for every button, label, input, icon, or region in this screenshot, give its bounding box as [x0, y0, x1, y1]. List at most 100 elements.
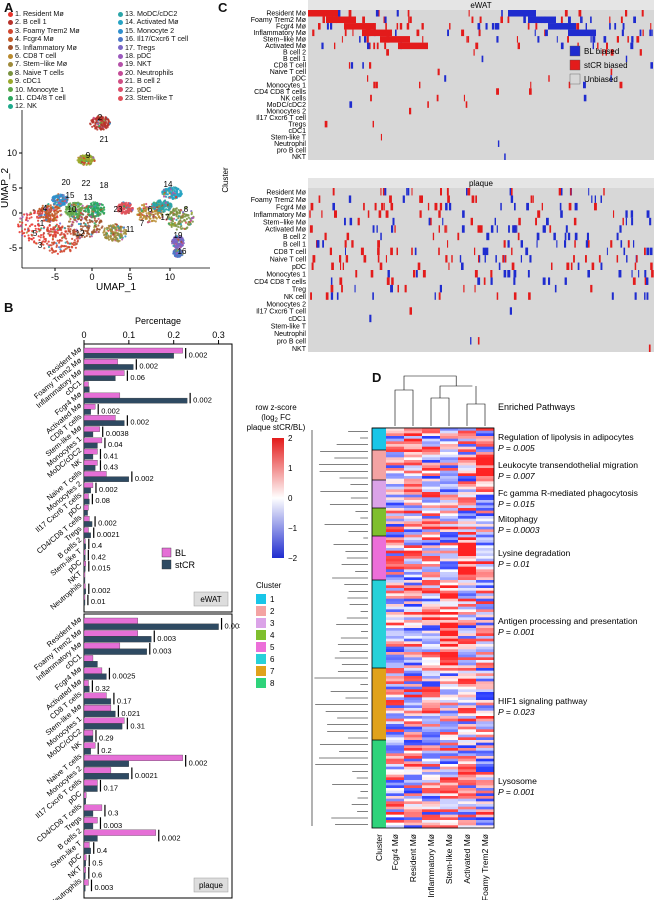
heatmap-cell — [476, 588, 494, 591]
umap-point — [40, 234, 43, 237]
umap-point — [30, 216, 33, 219]
heatmap-cell — [404, 574, 422, 578]
row-label: CD8 T cell — [274, 249, 307, 256]
umap-point — [173, 193, 176, 196]
umap-point — [137, 209, 140, 213]
umap-point — [37, 235, 40, 238]
heatmap-cell — [592, 42, 594, 50]
umap-point — [103, 227, 106, 230]
row-label: Il17 Cxcr6 T cell — [256, 309, 306, 316]
heatmap-cell — [458, 633, 476, 637]
umap-point — [66, 232, 69, 235]
umap-point — [144, 206, 147, 209]
heatmap-cell — [440, 806, 458, 810]
heatmap-cell — [386, 444, 404, 447]
heatmap-cell — [434, 292, 436, 300]
row-label: B cell 1 — [283, 242, 306, 249]
heatmap-cell — [458, 476, 476, 479]
legend-label: 12. NK — [15, 101, 37, 111]
heatmap-cell — [422, 700, 440, 703]
umap-point — [92, 203, 96, 206]
umap-point — [111, 237, 114, 240]
umap-point — [83, 158, 86, 161]
legend-label: 14. Activated Mø — [125, 17, 179, 27]
heatmap-cell — [386, 606, 404, 610]
heatmap-cell — [476, 481, 494, 485]
heatmap-cell — [386, 449, 404, 453]
heatmap-cell — [590, 284, 593, 293]
heatmap-cell — [404, 548, 422, 551]
heatmap-cell — [476, 798, 494, 802]
heatmap-cell — [404, 556, 422, 559]
heatmap-cell — [386, 713, 404, 717]
umap-point — [94, 210, 97, 213]
heatmap-cell — [468, 10, 470, 17]
heatmap-cell — [404, 476, 422, 479]
heatmap-cell — [422, 580, 440, 583]
heatmap-cell — [404, 569, 422, 573]
heatmap-cell — [416, 270, 418, 278]
heatmap-cell — [609, 23, 611, 30]
row-label: pDC — [292, 76, 306, 83]
heatmap-cell — [404, 734, 422, 738]
legend-label: 5. Inflammatory Mø — [15, 42, 77, 52]
heatmap-cell — [476, 553, 494, 557]
heatmap-cell — [404, 452, 422, 455]
heatmap-cell — [386, 742, 404, 746]
heatmap-cell — [440, 513, 458, 517]
umap-point — [46, 226, 49, 229]
heatmap-cell — [440, 726, 458, 730]
heatmap-cell — [458, 673, 476, 677]
bar-bl — [83, 560, 86, 567]
umap-point — [94, 122, 97, 125]
heatmap-cell — [386, 478, 404, 482]
heatmap-cell — [581, 16, 583, 24]
heatmap-cell — [458, 465, 476, 469]
heatmap-cell — [440, 486, 458, 490]
umap-point — [140, 218, 143, 221]
heatmap-cell — [458, 766, 476, 770]
umap-point — [149, 217, 152, 220]
umap-point — [47, 245, 51, 249]
legend-swatch — [8, 87, 13, 93]
heatmap-cell — [406, 23, 410, 30]
umap-point — [54, 249, 58, 253]
heatmap-cell — [386, 452, 404, 455]
umap-legend-item: 2. B cell 1 — [8, 17, 80, 26]
umap-point — [156, 212, 159, 215]
heatmap-cell — [386, 428, 404, 431]
bar-bl — [83, 426, 100, 432]
umap-point — [121, 212, 124, 215]
umap-point — [106, 237, 110, 240]
heatmap-cell — [476, 524, 494, 527]
bar-stcr — [83, 554, 86, 561]
legend-swatch — [8, 11, 13, 17]
heatmap-cell — [362, 62, 364, 69]
umap-point — [19, 217, 22, 220]
heatmap-cell — [440, 622, 458, 626]
heatmap-cell — [440, 436, 458, 439]
heatmap-cell — [458, 793, 476, 797]
umap-cluster-label: 14 — [164, 180, 173, 189]
heatmap-cell — [404, 628, 422, 631]
umap-point — [128, 204, 131, 207]
heatmap-cell — [512, 225, 515, 233]
heatmap-cell — [458, 769, 476, 773]
heatmap-cell — [476, 702, 494, 706]
heatmap-cell — [476, 780, 494, 783]
heatmap-cell — [440, 457, 458, 461]
umap-point — [69, 217, 72, 221]
umap-point — [31, 229, 34, 233]
heatmap-cell — [501, 10, 503, 17]
umap-point — [171, 195, 174, 198]
heatmap-cell — [495, 255, 497, 263]
heatmap-cell — [404, 588, 422, 591]
heatmap-cell — [649, 247, 653, 256]
umap-point — [162, 210, 165, 213]
umap-point — [69, 249, 72, 252]
heatmap-cell — [404, 468, 422, 471]
heatmap-cell — [422, 596, 440, 599]
heatmap-cell — [476, 668, 494, 671]
legend-swatch — [118, 20, 123, 26]
